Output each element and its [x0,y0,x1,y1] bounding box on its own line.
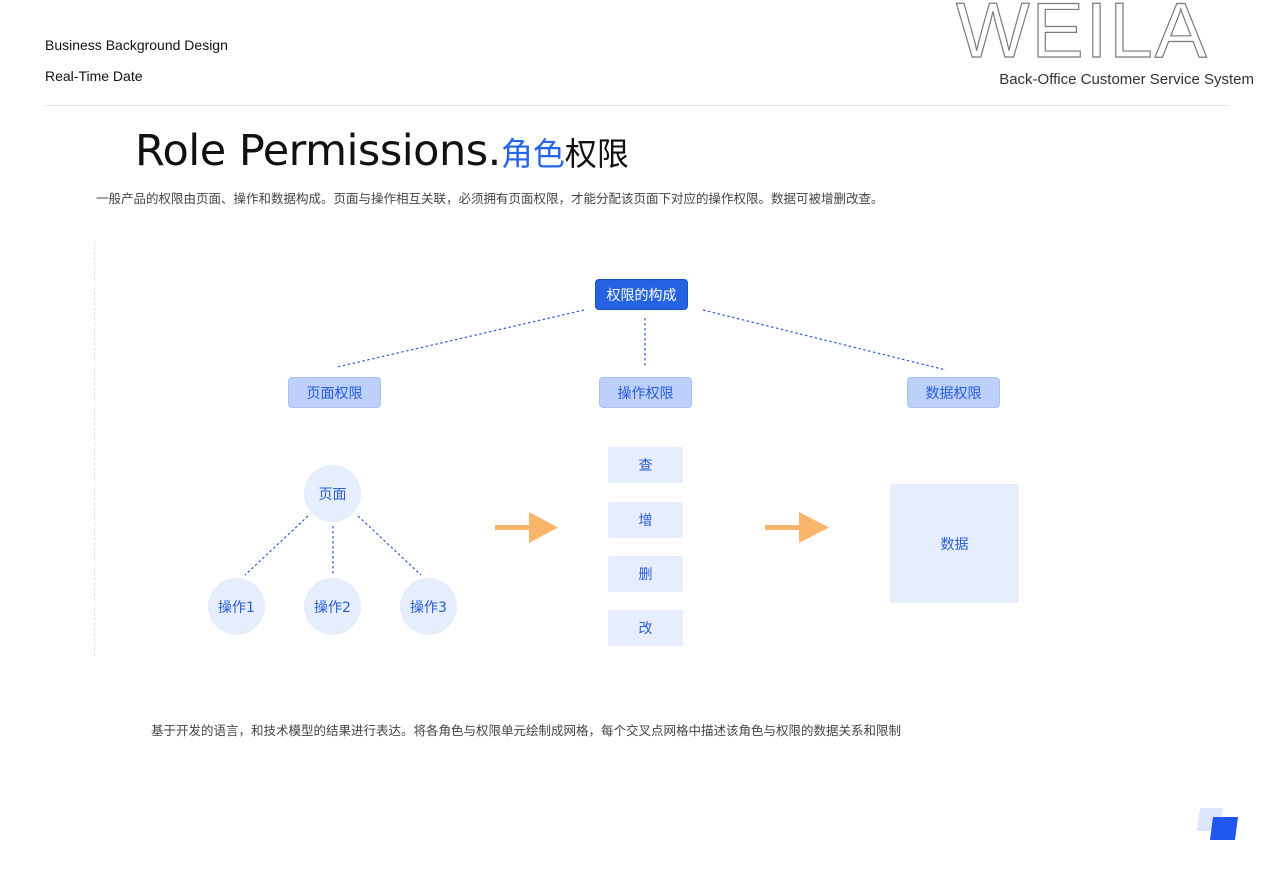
operation-edit: 改 [608,610,683,646]
connector-root-page [336,309,585,368]
operation-node-2: 操作2 [304,578,361,635]
description: 一般产品的权限由页面、操作和数据构成。页面与操作相互关联，必须拥有页面权限，才能… [96,191,884,206]
operation-view: 查 [608,447,683,483]
connector-page-op3 [357,515,422,576]
operation-delete: 删 [608,556,683,592]
connector-page-op1 [244,515,309,576]
arrow-operations-to-data [765,512,829,543]
category-page-permission: 页面权限 [288,377,381,408]
data-node: 数据 [890,484,1019,603]
arrow-page-to-operations [495,512,558,543]
brand-logo: WEILA [955,0,1209,62]
header-line-1: Business Background Design [45,37,228,53]
operation-add: 增 [608,502,683,538]
connector-root-data [702,309,947,371]
category-data-permission: 数据权限 [907,377,1000,408]
title-chinese-accent: 角色 [500,135,565,173]
left-guide-line [94,242,95,656]
title-chinese-rest: 权限 [564,135,629,173]
page-title: Role Permissions.角色权限 [135,126,629,176]
operation-node-1: 操作1 [208,578,265,635]
root-node: 权限的构成 [595,279,688,310]
page-node: 页面 [304,465,361,522]
title-english: Role Permissions. [135,126,501,176]
system-name: Back-Office Customer Service System [999,71,1254,88]
brand-mark-icon [1197,808,1238,840]
footer-description: 基于开发的语言，和技术模型的结果进行表达。将各角色与权限单元绘制成网格，每个交叉… [151,723,902,738]
header-line-2: Real-Time Date [45,68,143,84]
operation-node-3: 操作3 [400,578,457,635]
category-operation-permission: 操作权限 [599,377,692,408]
header-divider [45,105,1229,106]
brand-logo-text: WEILA [956,0,1209,62]
